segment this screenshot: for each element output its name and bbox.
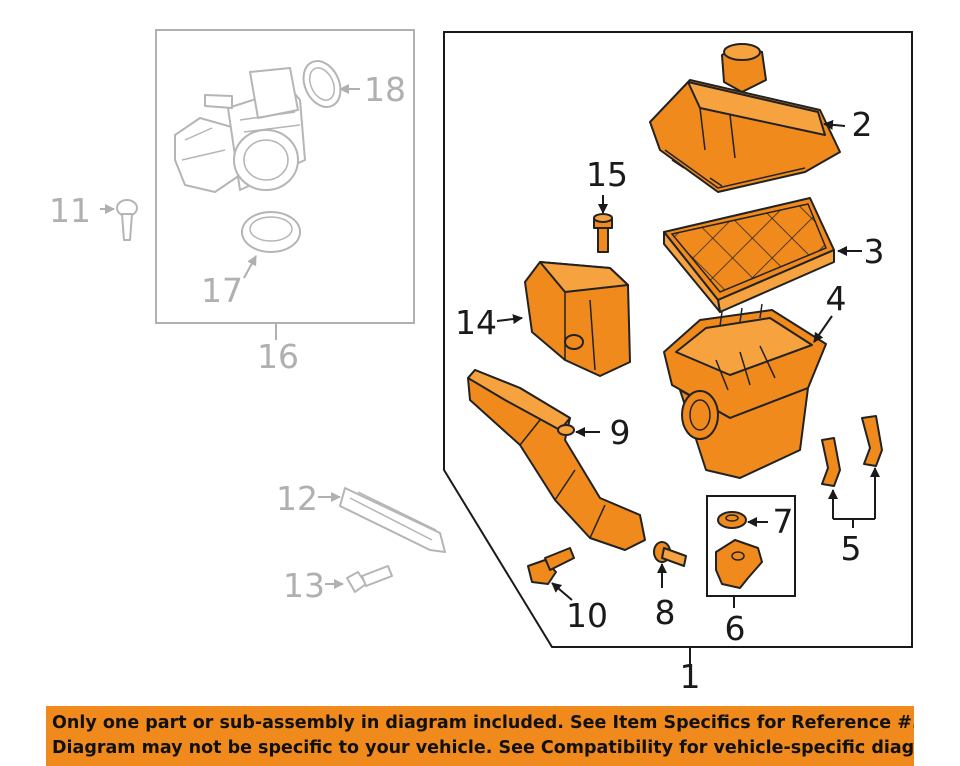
callout-7: 7 [773,502,794,541]
callout-2: 2 [852,105,873,144]
callout-15: 15 [586,155,628,194]
assembly-1-frame [443,31,913,648]
callout-10: 10 [566,596,608,635]
part-5-brackets [821,415,883,487]
part-3-air-filter [663,197,835,313]
part-6-mount [715,539,763,589]
part-14-resonator [524,261,631,377]
callout-9: 9 [610,413,631,452]
ghost-bolt-11 [116,199,138,241]
ghost-group-16 [100,29,415,340]
part-9-intake-duct [467,369,646,551]
callout-18: 18 [364,70,406,109]
ghost-duct-12 [339,487,446,553]
callout-1: 1 [680,657,701,696]
callout-4: 4 [826,279,847,318]
callout-3: 3 [864,232,885,271]
ghost-clamp-18 [302,60,342,108]
callout-17: 17 [201,271,243,310]
group-16-frame [155,29,415,324]
part-2-upper-cover [649,43,841,193]
callout-14: 14 [455,303,497,342]
ghost-bolt-13 [346,565,393,593]
part-4-lower-housing [663,303,827,479]
callout-12: 12 [276,479,318,518]
ghost-intake-tube [174,67,306,193]
part-10-bolt [527,547,575,585]
callout-11: 11 [49,191,91,230]
disclaimer-banner: Only one part or sub-assembly in diagram… [46,706,914,766]
ghost-clamp-17 [241,211,301,253]
callout-5: 5 [841,529,862,568]
part-15-bolt [593,213,613,253]
disclaimer-line-2: Diagram may not be specific to your vehi… [52,738,914,758]
part-8-grommet [653,541,687,567]
disclaimer-line-1: Only one part or sub-assembly in diagram… [52,713,914,733]
group-6-frame [706,495,796,597]
callout-13: 13 [283,566,325,605]
part-7-grommet [717,511,747,529]
callout-16: 16 [257,337,299,376]
callout-8: 8 [655,593,676,632]
callout-6: 6 [725,609,746,648]
